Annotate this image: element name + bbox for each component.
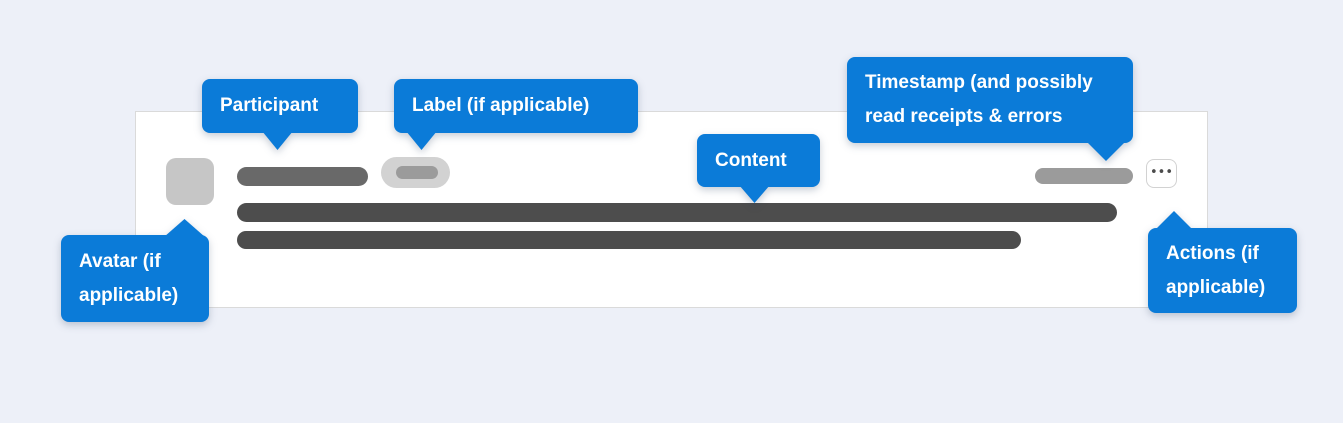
callout-content-box: Content <box>697 134 820 187</box>
callout-timestamp-label: Timestamp (and possibly read receipts & … <box>865 72 1093 127</box>
callout-avatar-label: Avatar (if applicable) <box>79 250 179 306</box>
callout-timestamp-box: Timestamp (and possibly read receipts & … <box>847 57 1133 143</box>
callout-actions: Actions (if applicable) <box>1148 211 1297 313</box>
callout-avatar: Avatar (if applicable) <box>61 219 209 322</box>
callout-label-label: Label (if applicable) <box>412 95 590 116</box>
callout-label: Label (if applicable) <box>394 79 638 150</box>
callout-content-label: Content <box>715 149 787 171</box>
timestamp-placeholder <box>1035 168 1133 184</box>
ellipsis-icon: ••• <box>1149 165 1173 180</box>
more-actions-button[interactable]: ••• <box>1146 159 1177 188</box>
participant-name-placeholder <box>237 167 368 186</box>
label-inner-bar <box>396 166 438 179</box>
avatar-placeholder <box>166 158 214 205</box>
label-placeholder <box>381 157 450 188</box>
callout-actions-box: Actions (if applicable) <box>1148 228 1297 313</box>
callout-timestamp: Timestamp (and possibly read receipts & … <box>847 57 1133 161</box>
callout-participant-label: Participant <box>220 95 319 116</box>
callout-label-box: Label (if applicable) <box>394 79 638 133</box>
callout-content: Content <box>697 134 820 203</box>
callout-actions-label: Actions (if applicable) <box>1166 242 1266 298</box>
callout-participant-box: Participant <box>202 79 358 133</box>
content-line-1-placeholder <box>237 203 1117 222</box>
callout-participant: Participant <box>202 79 358 150</box>
content-line-2-placeholder <box>237 231 1021 249</box>
callout-avatar-box: Avatar (if applicable) <box>61 235 209 322</box>
